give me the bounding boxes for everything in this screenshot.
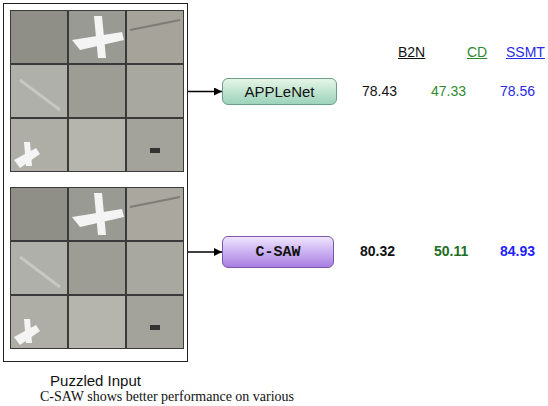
score-value: 50.11 — [434, 243, 468, 259]
score-value: 47.33 — [431, 83, 466, 99]
score-value: 80.32 — [360, 243, 395, 259]
model-box: APPLeNet — [222, 78, 337, 105]
flow-arrow — [188, 251, 222, 252]
puzzle-grid — [10, 187, 184, 349]
score-value: 84.93 — [500, 243, 535, 259]
score-value: 78.43 — [362, 83, 397, 99]
model-name: APPLeNet — [244, 83, 314, 100]
score-value: 78.56 — [500, 83, 535, 99]
metric-header: CD — [467, 44, 487, 60]
puzzle-grid — [10, 10, 184, 172]
frame-caption: Puzzled Input — [4, 372, 187, 389]
metric-header: SSMT — [506, 44, 545, 60]
metric-header: B2N — [398, 44, 425, 60]
model-box: C-SAW — [222, 236, 334, 268]
input-frame: Puzzled Input — [3, 3, 188, 362]
figure-caption: C-SAW shows better performance on variou… — [40, 389, 294, 405]
model-name: C-SAW — [255, 244, 300, 261]
flow-arrow — [188, 91, 222, 92]
